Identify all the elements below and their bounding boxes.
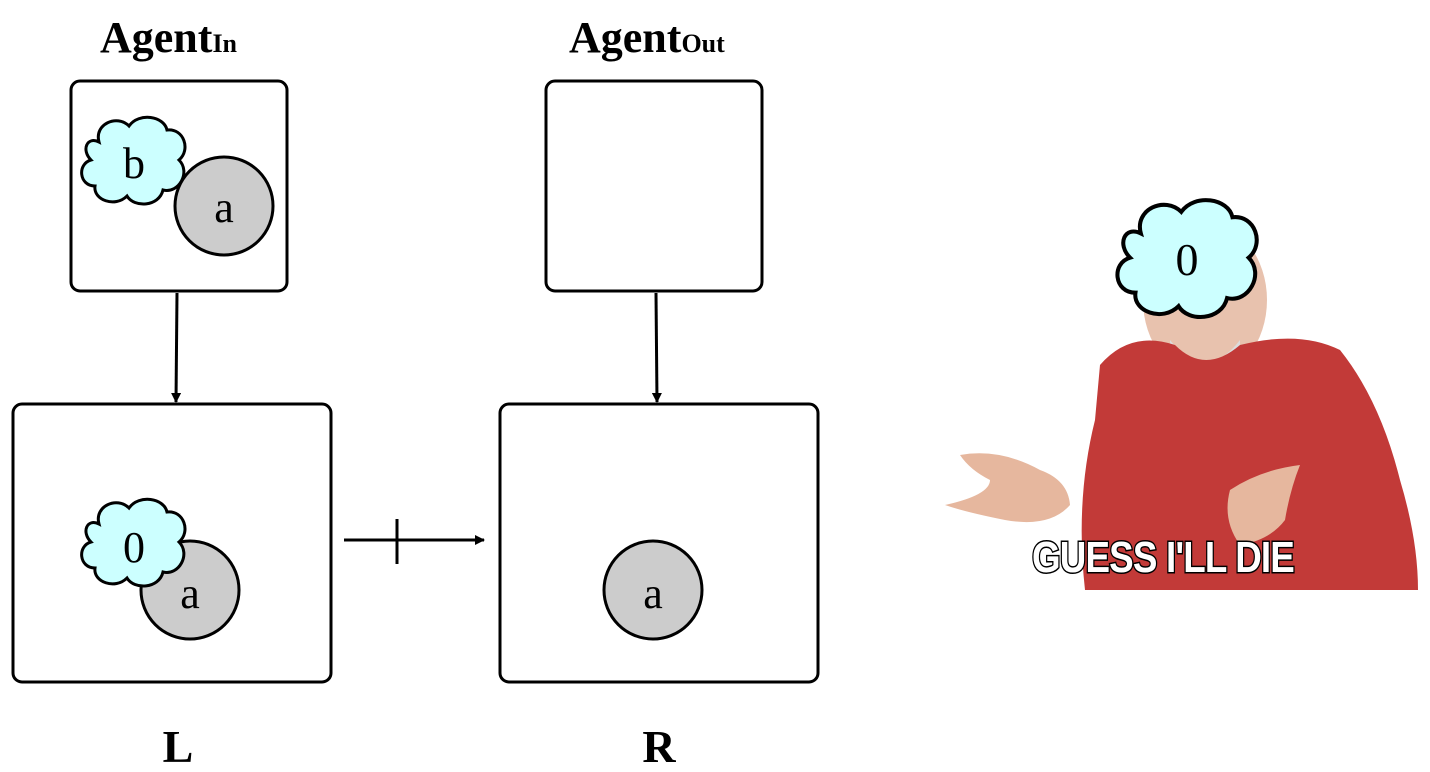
r-circle-label: a	[643, 569, 663, 618]
agent-in-box: a b	[69, 79, 289, 293]
l-cloud-label: 0	[123, 523, 145, 572]
l-cloud-node: 0	[80, 497, 187, 588]
meme-cloud-node: 0	[1117, 200, 1256, 317]
agent-in-circle-node: a	[173, 155, 275, 257]
agent-in-cloud-label: b	[123, 139, 145, 188]
left-hand-shape	[945, 453, 1070, 523]
l-box: a 0	[11, 402, 333, 684]
agent-in-circle-label: a	[214, 183, 234, 232]
guess-ill-die-meme: 0 GUESS I'LL DIE	[945, 200, 1418, 590]
r-caption: R	[642, 721, 676, 772]
sweater-shape	[1081, 338, 1418, 590]
agent-out-to-r-arrow	[651, 292, 662, 403]
agent-in-title: AgentIn	[100, 13, 238, 62]
agent-out-box	[544, 79, 764, 293]
r-box: a	[498, 402, 820, 684]
l-caption: L	[163, 721, 194, 772]
right-hand-shape	[1227, 465, 1300, 545]
meme-cloud-label: 0	[1176, 234, 1199, 285]
meme-caption: GUESS I'LL DIE	[1032, 533, 1294, 582]
r-circle-node: a	[602, 539, 704, 641]
agent-in-to-l-arrow	[171, 292, 182, 403]
agent-in-cloud-node: b	[80, 115, 187, 206]
agent-out-title: AgentOut	[569, 13, 725, 62]
l-circle-label: a	[180, 569, 200, 618]
blocked-rewrite-arrow	[344, 519, 485, 564]
